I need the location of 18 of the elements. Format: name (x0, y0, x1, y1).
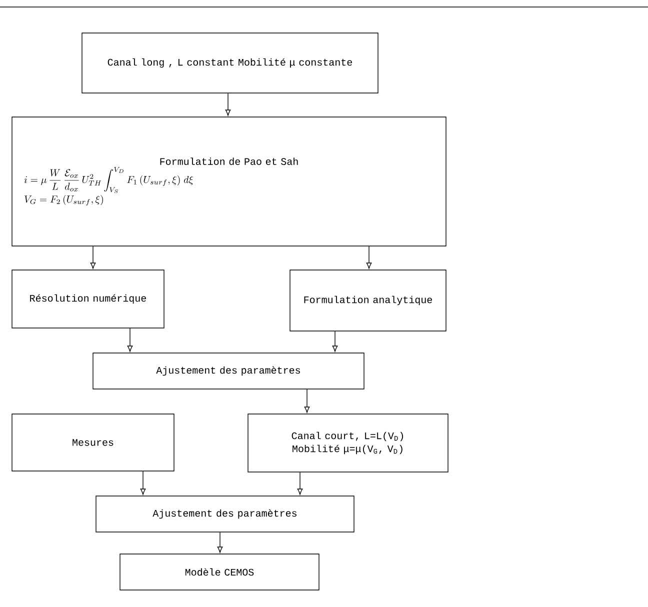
arrow (140, 470, 146, 495)
process-box: Formulation analytique (290, 270, 446, 332)
arrow (297, 472, 303, 495)
arrow (217, 532, 223, 553)
arrow (90, 246, 96, 269)
formula-box: Formulation de Pao et Sah $i = \mu\,\frac{W}{L}\,\frac{\mathcal{E}_{ox}}{d_{ox}}\,U_{TH}^{2}\int_{V_S}^{V_D} F_1\,(U_{surf},\xi)\;d\xi$ $V_G = F_2\,(U_{surf},\xi)$ (12, 116, 446, 246)
process-box: Mesures (12, 414, 174, 472)
arrow (127, 328, 133, 352)
arrow (332, 330, 338, 352)
process-box: Ajustement des paramètres (96, 496, 354, 532)
arrow (366, 246, 372, 269)
arrow (225, 93, 231, 116)
process-box: Ajustement des paramètres (92, 352, 364, 390)
process-box: Résolution numérique (12, 270, 164, 328)
process-box: Canal court, L=L(V$_{D}$) Mobilité μ=μ(V$_{G}$, V$_{D}$) (248, 414, 448, 472)
arrow (304, 388, 310, 413)
process-box: Canal long , L constant Mobilité μ constante (82, 32, 378, 94)
process-box: Modèle CEMOS (120, 554, 320, 590)
